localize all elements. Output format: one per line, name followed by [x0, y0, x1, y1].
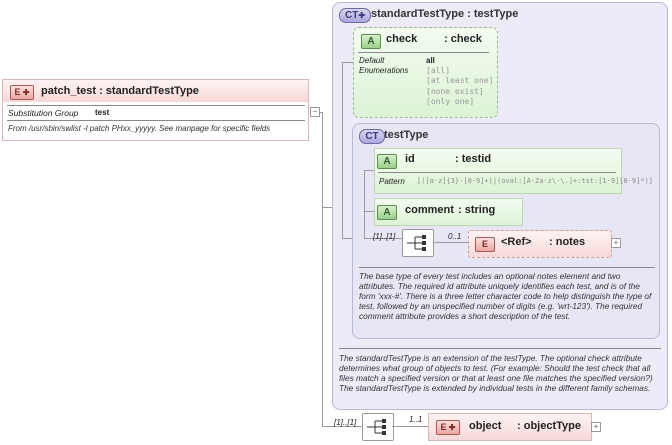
enumeration-value: [none exist]	[426, 87, 484, 96]
complex-type-title: standardTestType : testType	[371, 8, 519, 20]
check-attribute-name: check	[386, 33, 418, 45]
root-element-header	[3, 80, 308, 102]
separator	[359, 267, 655, 268]
complex-type-badge: CT✚	[339, 8, 371, 23]
object-element-name: object	[469, 420, 502, 432]
object-element-type: : objectType	[517, 420, 581, 432]
notes-ref-element[interactable]: E <Ref> : notes	[468, 230, 612, 258]
root-element-box[interactable]: E ✚ patch_test : standardTestType Substi…	[2, 79, 309, 141]
separator	[339, 348, 661, 349]
enumeration-value: [only one]	[426, 97, 475, 106]
attribute-badge: A	[377, 154, 397, 169]
testtype-documentation: The base type of every test includes an …	[359, 271, 652, 321]
root-element-documentation: From /usr/sbin/swlist -l patch PHxx_yyyy…	[8, 124, 271, 133]
connector-line	[364, 238, 402, 239]
id-attribute-box[interactable]: A id : testid Pattern [([a-z]{3}-[0-9]+)…	[374, 148, 653, 194]
default-label: Default	[359, 56, 385, 65]
attribute-badge: A	[377, 205, 397, 220]
pattern-label: Pattern	[379, 177, 405, 186]
connector-line	[392, 426, 428, 427]
object-sequence-compositor[interactable]	[362, 413, 394, 441]
object-occurrence: 1..1	[409, 415, 423, 424]
connector-line	[322, 207, 332, 208]
substitution-group-label: Substitution Group	[8, 108, 79, 118]
separator	[378, 172, 616, 173]
id-attribute-type: : testid	[455, 153, 492, 165]
sequence-icon	[367, 419, 386, 435]
connector-line	[342, 238, 352, 239]
connector-line	[364, 170, 374, 171]
connector-line	[432, 242, 468, 243]
connector-line	[322, 112, 323, 426]
sequence-icon	[407, 235, 426, 251]
expand-toggle[interactable]: +	[591, 422, 601, 432]
default-value: all	[426, 56, 435, 65]
comment-attribute-box[interactable]: A comment : string	[374, 198, 523, 226]
connector-line	[364, 170, 365, 238]
complex-type-badge: CT	[359, 129, 385, 144]
connector-line	[322, 426, 362, 427]
root-element-title: patch_test : standardTestType	[41, 85, 199, 97]
object-element[interactable]: E ✚ object : objectType	[428, 413, 592, 441]
enumeration-value: [at least one]	[426, 76, 494, 85]
element-badge: E ✚	[10, 85, 34, 100]
expand-toggle[interactable]: +	[611, 238, 621, 248]
check-attribute-type: : check	[444, 33, 482, 45]
connector-line	[342, 62, 343, 238]
connector-line	[364, 211, 374, 212]
connector-line	[342, 62, 353, 63]
collapse-toggle[interactable]: −	[310, 107, 320, 117]
pattern-value: [([a-z]{3}-[0-9]+)|(oval:[A-Za-z\-\.]+:t…	[417, 177, 654, 185]
complex-type-title: testType	[384, 129, 429, 141]
enumerations-label: Enumerations	[359, 66, 409, 75]
standardtesttype-documentation: The standardTestType is an extension of …	[339, 353, 653, 393]
sequence-compositor[interactable]	[402, 229, 434, 257]
element-badge: E	[475, 237, 495, 252]
attribute-badge: A	[361, 34, 381, 49]
substitution-group-value: test	[95, 108, 110, 117]
notes-occurrence: 0..1	[448, 232, 462, 241]
comment-attribute-name: comment	[405, 204, 454, 216]
separator	[358, 52, 489, 53]
comment-attribute-type: : string	[458, 204, 496, 216]
separator	[7, 120, 305, 121]
id-attribute-name: id	[405, 153, 415, 165]
check-attribute-box[interactable]: A check : check Default all Enumerations…	[353, 27, 498, 118]
separator	[7, 105, 305, 106]
notes-ref-name: <Ref>	[501, 236, 532, 248]
element-badge: E ✚	[436, 420, 460, 435]
enumeration-value: [all]	[426, 66, 451, 75]
notes-ref-type: : notes	[549, 236, 586, 248]
object-sequence-occurrence: [1]..[1]	[334, 418, 357, 427]
sequence-occurrence: [1]..[1]	[373, 232, 396, 241]
